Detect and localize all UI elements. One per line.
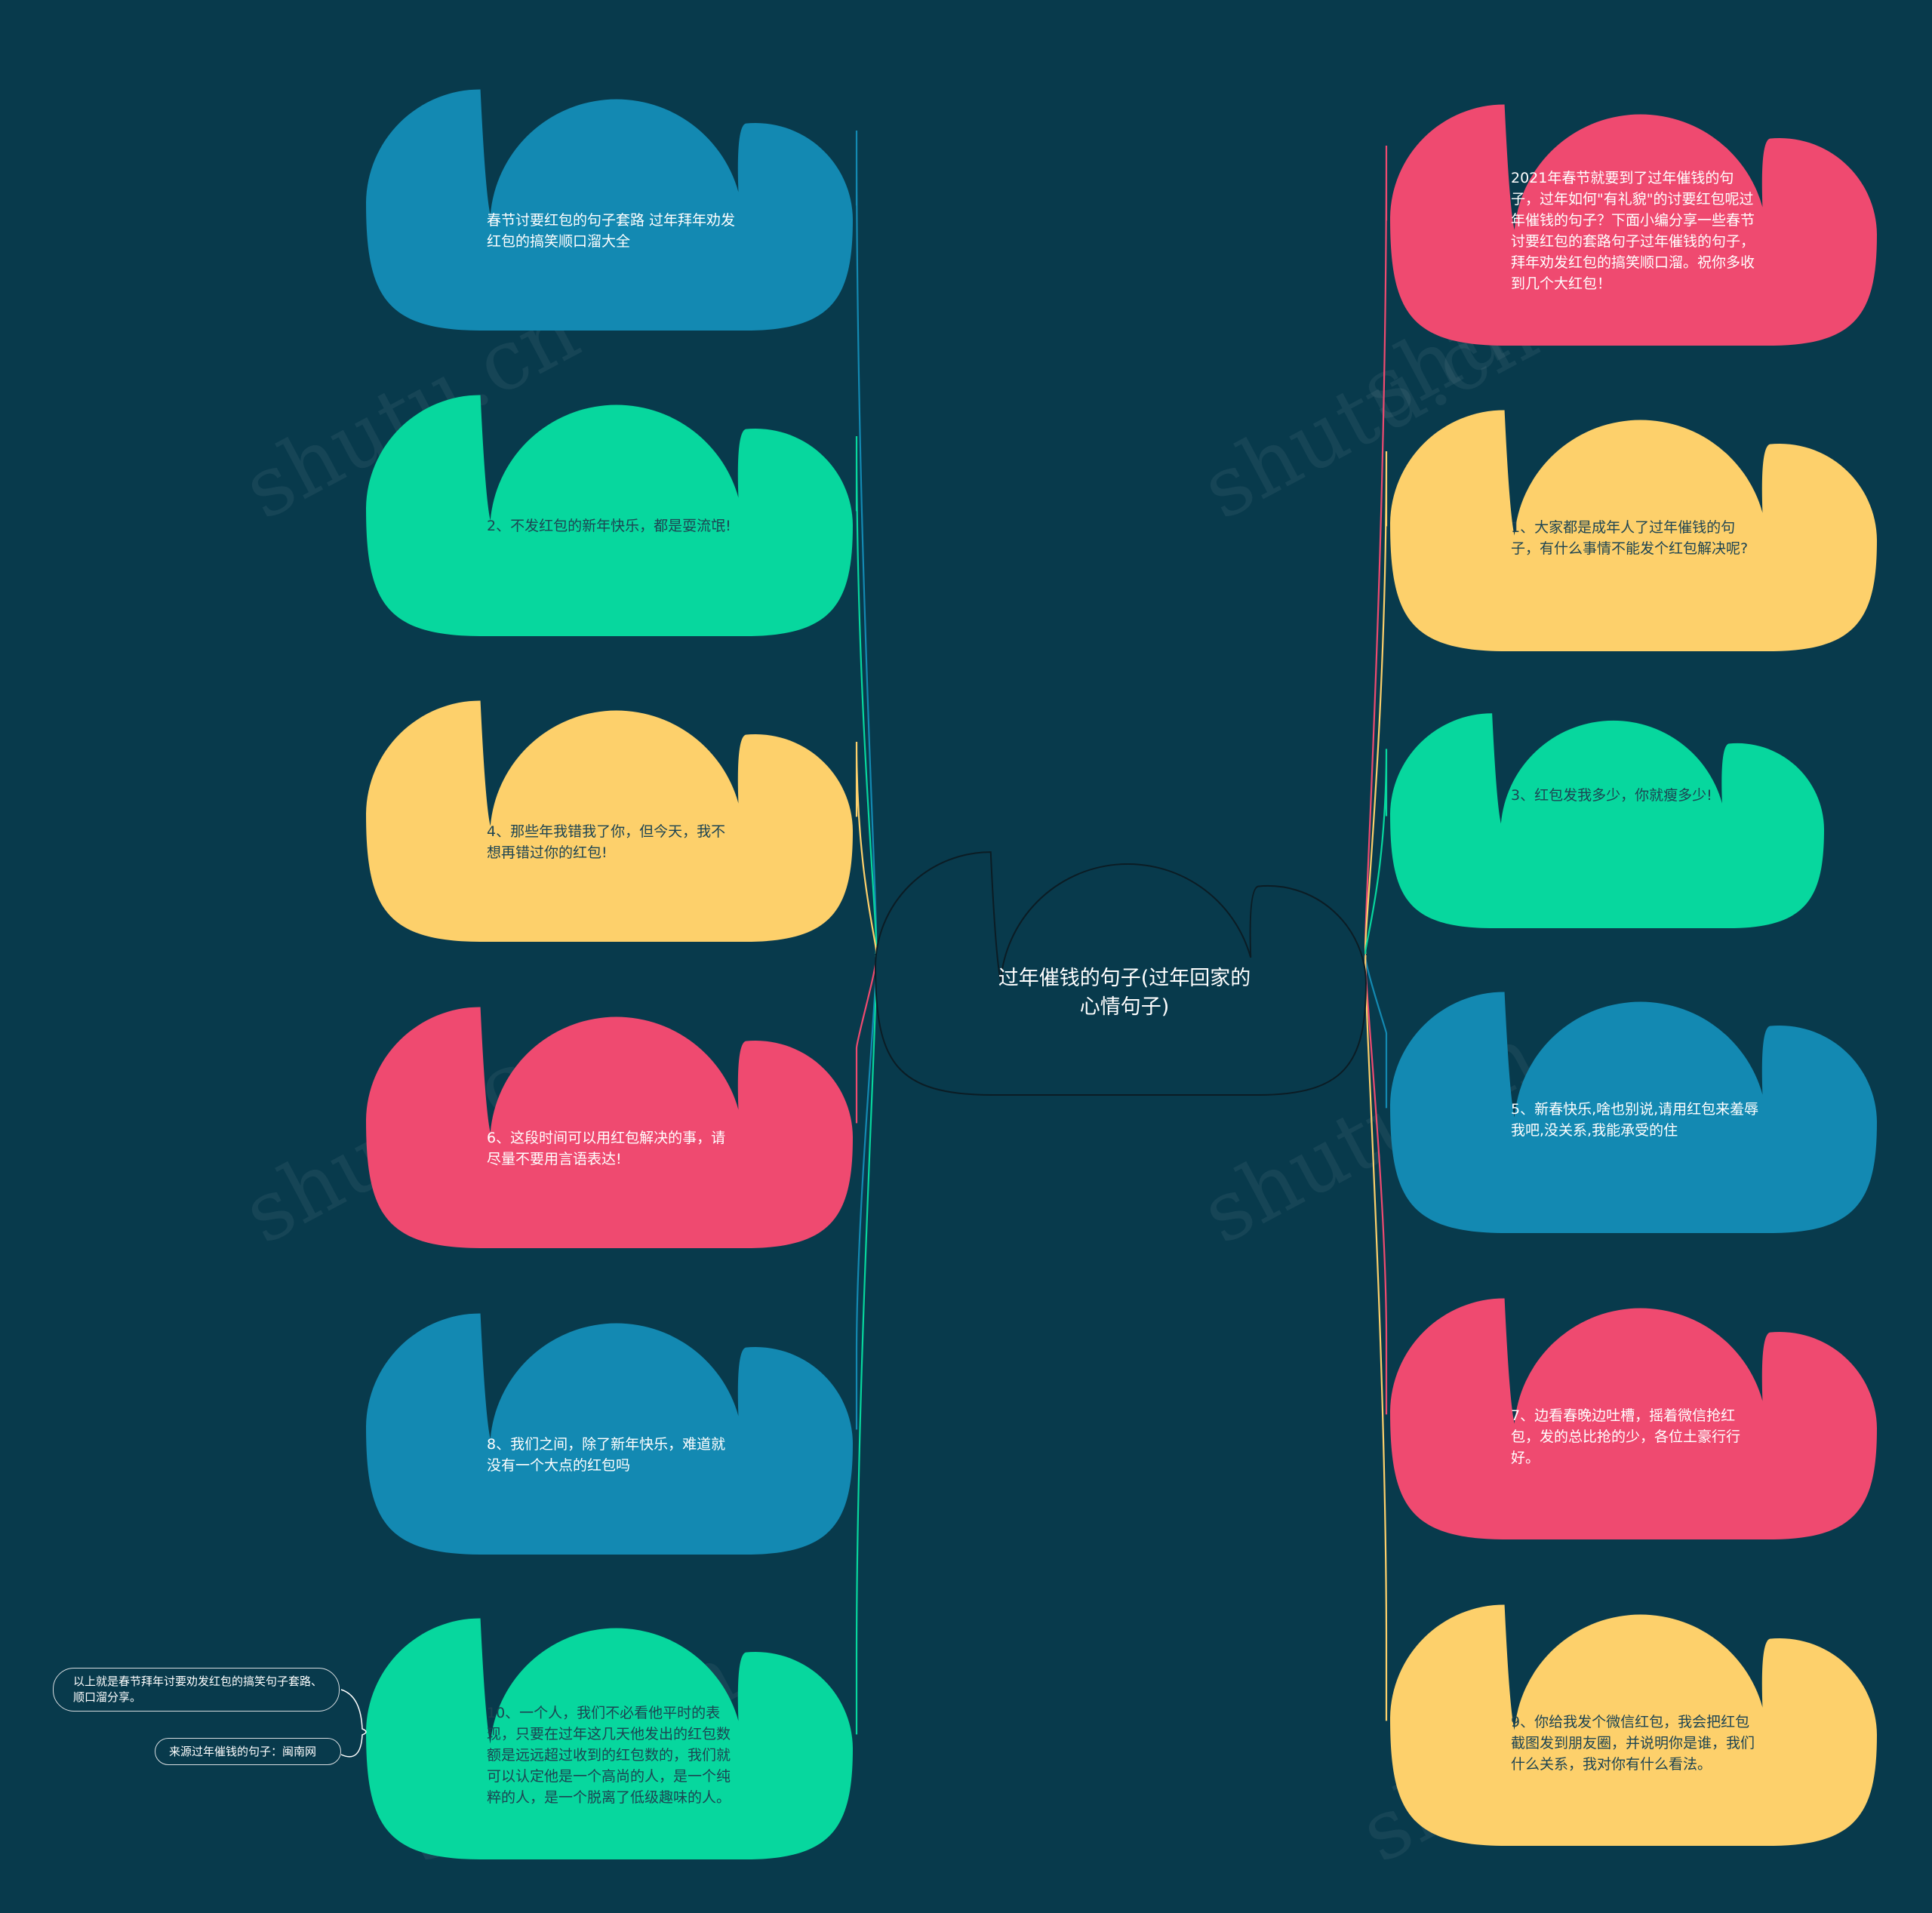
connector-line: [855, 953, 878, 1430]
cloud-layer: [366, 89, 1877, 1859]
cloud-node-left-4[interactable]: [366, 1313, 853, 1555]
cloud-node-text: 2021年春节就要到了过年催钱的句子，过年如何"有礼貌"的讨要红包呢过年催钱的句…: [1511, 170, 1755, 292]
cloud-node-text: 春节讨要红包的句子套路 过年拜年劝发红包的搞笑顺口溜大全: [487, 212, 736, 250]
cloud-node-left-3[interactable]: [366, 1007, 853, 1248]
summary-note[interactable]: 以上就是春节拜年讨要劝发红包的搞笑句子套路、顺口溜分享。: [53, 1668, 340, 1712]
cloud-node-text: 5、新春快乐,啥也别说,请用红包来羞辱我吧,没关系,我能承受的住: [1511, 1101, 1759, 1139]
cloud-node-text: 2、不发红包的新年快乐，都是耍流氓!: [487, 518, 731, 534]
cloud-node-left-1[interactable]: [366, 395, 853, 636]
cloud-node-right-9[interactable]: [1390, 992, 1877, 1233]
connector-line: [1364, 953, 1388, 1721]
summary-note-text: 以上就是春节拜年讨要劝发红包的搞笑句子套路、顺口溜分享。: [73, 1675, 323, 1704]
cloud-node-text: 10、一个人，我们不必看他平时的表现，只要在过年这几天他发出的红包数额是远远超过…: [487, 1705, 731, 1806]
cloud-node-text: 3、红包发我多少，你就瘦多少!: [1511, 787, 1712, 804]
connector-line: [1364, 749, 1388, 956]
source-note[interactable]: 来源过年催钱的句子：闽南网: [155, 1738, 341, 1765]
central-topic-cloud[interactable]: [874, 851, 1367, 1096]
cloud-node-right-10[interactable]: [1390, 1298, 1877, 1539]
cloud-node-text: 4、那些年我错我了你，但今天，我不想再错过你的红包!: [487, 823, 726, 861]
cloud-node-text: 7、边看春晚边吐槽，摇着微信抢红包，发的总比抢的少，各位土豪行行好。: [1511, 1407, 1741, 1466]
note-bracket: [340, 1689, 367, 1758]
cloud-node-left-5[interactable]: [366, 1618, 853, 1859]
cloud-node-right-11[interactable]: [1390, 1604, 1877, 1846]
cloud-node-right-6[interactable]: [1390, 104, 1877, 346]
cloud-node-text: 8、我们之间，除了新年快乐，难道就没有一个大点的红包吗: [487, 1436, 726, 1474]
cloud-node-left-0[interactable]: [366, 89, 853, 331]
central-topic-label[interactable]: 过年催钱的句子(过年回家的心情句子): [998, 967, 1251, 1019]
cloud-node-right-8[interactable]: [1390, 713, 1824, 928]
connector-line: [1364, 451, 1388, 956]
cloud-node-left-2[interactable]: [366, 700, 853, 942]
connector-line: [855, 953, 878, 1735]
cloud-node-right-7[interactable]: [1390, 410, 1877, 651]
cloud-node-text: 6、这段时间可以用红包解决的事，请尽量不要用言语表达!: [487, 1130, 726, 1167]
cloud-node-text: 9、你给我发个微信红包，我会把红包截图发到朋友圈，并说明你是谁，我们什么关系，我…: [1511, 1714, 1755, 1773]
connector-line: [855, 436, 878, 956]
cloud-node-text: 1、大家都是成年人了过年催钱的句子，有什么事情不能发个红包解决呢?: [1511, 519, 1749, 557]
connector-line: [855, 953, 878, 1124]
source-note-text: 来源过年催钱的句子：闽南网: [169, 1745, 317, 1758]
